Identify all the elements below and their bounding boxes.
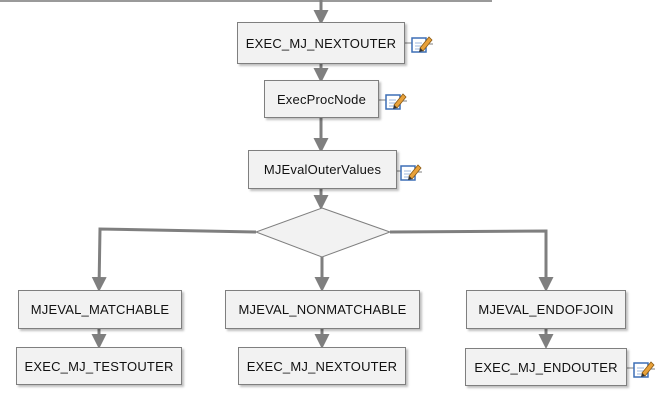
connector-decision-to-endofjoin xyxy=(389,229,554,292)
node-mjeval-nonmatchable[interactable]: MJEVAL_NONMATCHABLE xyxy=(225,290,420,329)
connector-decision-to-matchable xyxy=(91,227,257,292)
node-exec-mj-nextouter-top[interactable]: EXEC_MJ_NEXTOUTER xyxy=(237,22,405,64)
node-execprocnode[interactable]: ExecProcNode xyxy=(264,80,379,118)
edit-note-icon[interactable] xyxy=(385,91,407,111)
node-mjevalouter-values[interactable]: MJEvalOuterValues xyxy=(248,150,397,189)
node-exec-mj-nextouter-bottom[interactable]: EXEC_MJ_NEXTOUTER xyxy=(238,347,406,385)
edit-note-icon[interactable] xyxy=(633,359,655,379)
node-exec-mj-endouter[interactable]: EXEC_MJ_ENDOUTER xyxy=(465,348,627,386)
node-mjeval-endofjoin[interactable]: MJEVAL_ENDOFJOIN xyxy=(466,290,626,329)
node-exec-mj-testouter[interactable]: EXEC_MJ_TESTOUTER xyxy=(16,347,182,385)
node-mjeval-matchable[interactable]: MJEVAL_MATCHABLE xyxy=(18,290,182,329)
edit-note-icon[interactable] xyxy=(411,34,433,54)
edit-note-icon[interactable] xyxy=(400,162,422,182)
decision-diamond[interactable] xyxy=(254,207,392,258)
